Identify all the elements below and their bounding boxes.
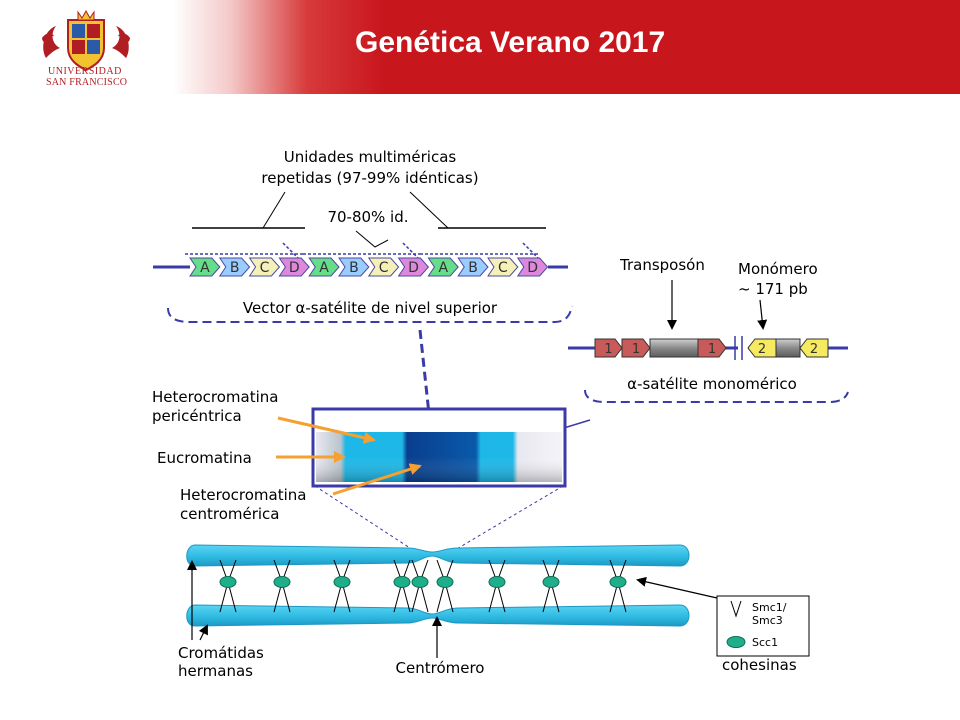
centromere-label: Centrómero <box>396 659 485 677</box>
scc1-subunit <box>411 576 429 588</box>
logo-text-line1: UNIVERSIDAD <box>48 66 122 77</box>
unit-arrow-a <box>308 257 340 277</box>
unit-label: C <box>379 260 389 276</box>
zoom-line-right <box>454 485 564 551</box>
lower-chromatid <box>186 604 690 627</box>
scc1-subunit <box>333 576 351 588</box>
monomer-label-line1: Monómero <box>738 260 818 278</box>
mono-unit-label: 1 <box>604 342 612 357</box>
monomer-arrow <box>757 299 768 330</box>
unit-label: A <box>200 260 210 276</box>
legend-pointer-arrow <box>636 576 718 599</box>
sister-label-line1: Cromátidas <box>178 644 264 662</box>
legend-title: cohesinas <box>722 656 797 674</box>
unit-arrow-a <box>189 257 221 277</box>
mono-unit-label: 2 <box>810 342 818 357</box>
unit-arrow-b <box>457 257 489 277</box>
mono-unit <box>697 338 727 358</box>
euchromatin-label: Eucromatina <box>157 449 252 467</box>
unit-arrow-b <box>218 257 251 277</box>
centromeric-label-line1: Heterocromatina <box>180 486 306 504</box>
vector-bracket <box>167 305 573 323</box>
identity-pointer <box>355 230 389 248</box>
university-logo <box>42 9 130 72</box>
unit-label: B <box>349 260 359 276</box>
unit-arrow-d <box>516 257 549 277</box>
connector-vector-to-band <box>418 329 434 443</box>
unit-arrow-c <box>248 257 281 277</box>
unit-label: C <box>260 260 270 276</box>
scc1-subunit <box>542 576 560 588</box>
mono-spacer <box>775 338 801 358</box>
pericentric-arrow <box>277 416 376 444</box>
unit-label: A <box>439 260 449 276</box>
sister-chromatids <box>186 544 690 627</box>
unit-label: A <box>319 260 329 276</box>
monomer-label-line2: ~ 171 pb <box>738 280 808 298</box>
mono-bottom-label: α-satélite monomérico <box>627 375 797 393</box>
scc1-subunit <box>393 576 411 588</box>
units-label-line2: repetidas (97-99% idénticas) <box>261 169 478 187</box>
unit-label: B <box>468 260 478 276</box>
mono-spacer <box>649 338 699 358</box>
transposon-label: Transposón <box>619 256 705 274</box>
unit-label: C <box>498 260 508 276</box>
zoom-line-left <box>314 485 414 551</box>
units-pointer-left <box>262 191 286 229</box>
pericentric-label-line2: pericéntrica <box>152 407 242 425</box>
upper-chromatid <box>186 544 690 567</box>
unit-label: D <box>527 260 538 276</box>
centromeric-arrow <box>332 463 422 496</box>
mono-unit <box>621 338 651 358</box>
legend-scc: Scc1 <box>752 636 778 649</box>
cohesin-rings <box>219 559 627 613</box>
unit-arrow-c <box>367 257 400 277</box>
scc1-subunit <box>436 576 454 588</box>
identity-label: 70-80% id. <box>327 208 408 226</box>
sister-label-line2: hermanas <box>178 662 253 680</box>
mono-unit <box>799 338 829 358</box>
units-pointer-right <box>409 191 449 229</box>
unit-label: B <box>230 260 240 276</box>
mono-unit <box>594 338 623 358</box>
unit-arrow-b <box>338 257 370 277</box>
legend-scc-icon <box>726 636 746 648</box>
sister-arrow-lower <box>198 624 208 641</box>
mono-unit-label: 2 <box>758 342 766 357</box>
monomeric-array: 1 1 1 2 2 <box>594 338 829 358</box>
vector-label: Vector α-satélite de nivel superior <box>243 299 498 317</box>
scc1-subunit <box>273 576 291 588</box>
page-title: Genética Verano 2017 <box>355 26 666 59</box>
unit-arrow-a <box>427 257 459 277</box>
scc1-subunit <box>219 576 237 588</box>
legend-smc-line2: Smc3 <box>752 614 783 627</box>
header-banner <box>0 0 960 94</box>
unit-label: D <box>289 260 300 276</box>
unit-arrow-d <box>397 257 430 277</box>
chromatin-band-shade <box>316 432 562 482</box>
mono-unit-label: 1 <box>708 342 716 357</box>
mono-unit <box>747 338 777 358</box>
legend-smc-line1: Smc1/ <box>752 601 787 614</box>
unit-arrow-c <box>487 257 519 277</box>
scc1-subunit <box>488 576 506 588</box>
mono-unit-label: 1 <box>632 342 640 357</box>
units-label-line1: Unidades multiméricas <box>284 148 457 166</box>
mono-bracket <box>584 389 849 403</box>
unit-label: D <box>408 260 419 276</box>
logo-text-line2: SAN FRANCISCO <box>46 77 128 88</box>
pericentric-label-line1: Heterocromatina <box>152 388 278 406</box>
centromeric-label-line2: centromérica <box>180 505 280 523</box>
legend-smc-icon <box>730 600 742 618</box>
scc1-subunit <box>609 576 627 588</box>
unit-arrow-d <box>278 257 310 277</box>
